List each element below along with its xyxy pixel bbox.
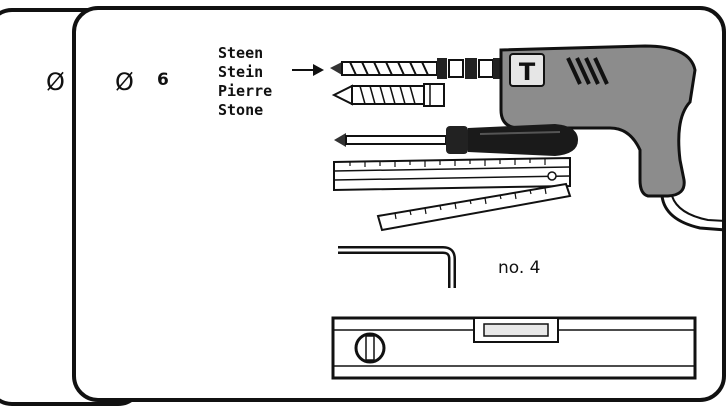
hex-key-icon — [338, 246, 456, 288]
hex-key-size-label: no. 4 — [498, 258, 541, 278]
masonry-drill-bit-icon — [330, 58, 501, 79]
material-list: Steen Stein Pierre Stone — [218, 44, 272, 120]
screwdriver-icon — [334, 124, 578, 156]
material-label-en: Stone — [218, 101, 264, 119]
diameter-value: 6 — [157, 70, 169, 90]
drill-badge-letter: T — [519, 58, 536, 86]
wall-plug-icon — [331, 83, 445, 107]
drill-icon: T — [499, 44, 726, 232]
back-diameter-symbol: Ø — [46, 68, 65, 96]
spirit-level-icon — [331, 316, 697, 380]
folding-ruler-icon — [333, 156, 572, 232]
arrow-right-icon — [292, 64, 324, 76]
material-label-nl: Steen — [218, 44, 264, 62]
material-label-fr: Pierre — [218, 82, 273, 100]
material-label-de: Stein — [218, 63, 264, 81]
diameter-symbol: Ø — [115, 68, 134, 96]
